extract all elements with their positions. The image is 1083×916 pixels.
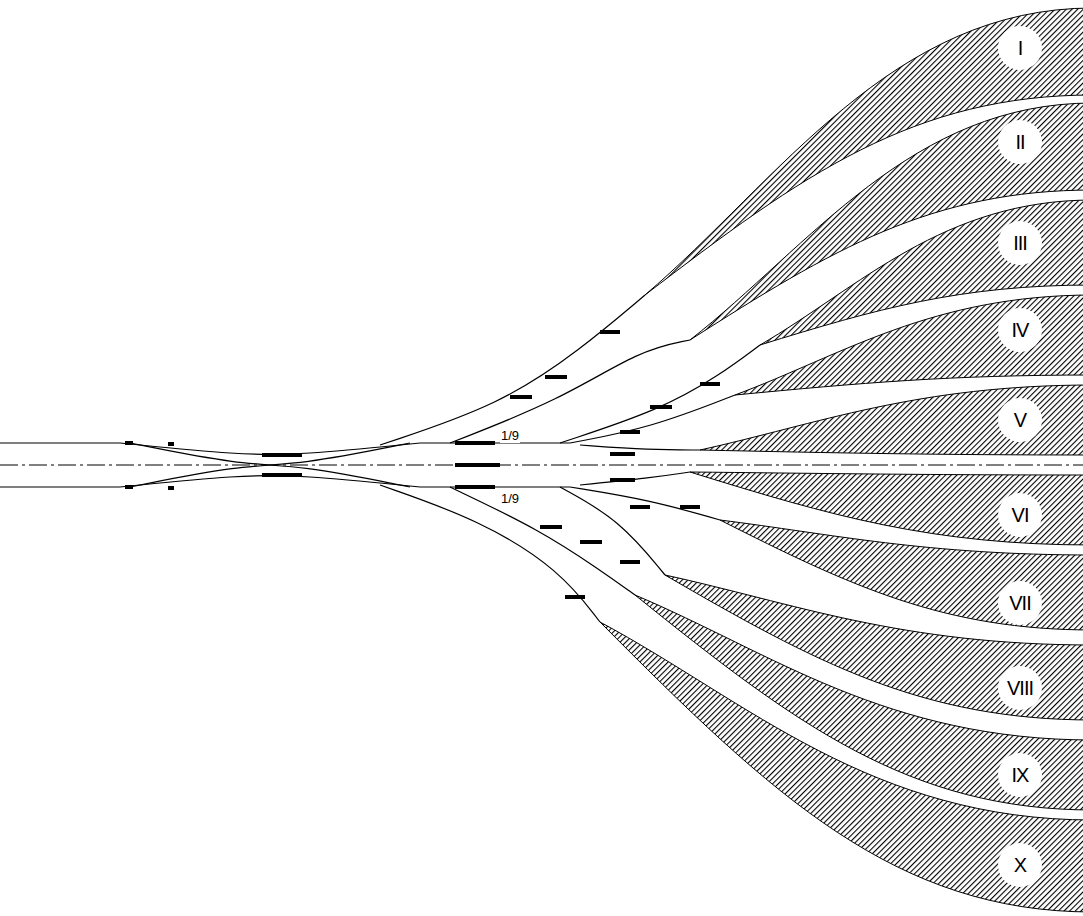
signal-mark — [610, 452, 635, 456]
rail-track — [560, 345, 760, 443]
track-number-circle: IX — [998, 753, 1042, 797]
signal-mark — [125, 441, 133, 445]
track-number-circle: X — [998, 843, 1042, 887]
signal-mark — [540, 525, 562, 529]
turnout-ratio: 1/9 — [500, 492, 520, 506]
track-number-circle: IV — [998, 308, 1042, 352]
rail-track — [380, 485, 600, 622]
track-group-hatch — [700, 385, 1083, 455]
signal-mark — [455, 441, 495, 445]
track-number-circle: VII — [998, 581, 1042, 625]
track-group-hatch — [600, 622, 1083, 912]
track-number-circle: III — [998, 221, 1042, 265]
track-number-circle: II — [998, 120, 1042, 164]
signal-mark — [455, 485, 495, 489]
signal-mark — [565, 595, 585, 599]
signal-mark — [620, 560, 640, 564]
rail-track — [570, 487, 720, 520]
signal-mark — [610, 478, 635, 482]
rail-track — [570, 395, 735, 443]
turnout-ratio: 1/9 — [500, 429, 520, 443]
track-number-circle: VI — [998, 493, 1042, 537]
rail-track — [450, 340, 690, 443]
rail-track — [450, 487, 635, 595]
track-number: IX — [1012, 764, 1029, 787]
track-group-hatch — [645, 8, 1083, 295]
rail-track — [380, 295, 645, 445]
rail-track — [120, 476, 420, 488]
signal-mark — [630, 505, 650, 509]
track-number-circle: VIII — [998, 666, 1042, 710]
signal-mark — [580, 540, 602, 544]
track-number: IV — [1012, 319, 1029, 342]
signal-mark — [455, 463, 500, 467]
signal-mark — [700, 382, 720, 386]
signal-mark — [262, 453, 302, 457]
rail-track — [580, 445, 700, 450]
track-number: VI — [1012, 504, 1029, 527]
rail-track — [0, 486, 120, 487]
rail-track — [560, 487, 665, 575]
track-number: I — [1018, 37, 1023, 60]
track-group-hatch — [735, 295, 1083, 395]
rail-track — [0, 442, 120, 443]
signal-mark — [262, 473, 302, 477]
track-number: VII — [1009, 592, 1030, 615]
track-number-circle: I — [998, 26, 1042, 70]
signal-mark — [545, 375, 567, 379]
track-number: III — [1013, 232, 1027, 255]
rail-track — [580, 472, 690, 485]
signal-mark — [620, 430, 640, 434]
track-number: X — [1014, 854, 1026, 877]
signal-mark — [650, 405, 672, 409]
signal-mark — [168, 442, 174, 446]
rail-track — [120, 443, 420, 455]
signal-mark — [510, 395, 532, 399]
signal-mark — [125, 485, 133, 489]
track-number: VIII — [1007, 677, 1033, 700]
track-number: II — [1015, 131, 1024, 154]
signal-mark — [600, 330, 620, 334]
signal-mark — [680, 505, 700, 509]
track-number-circle: V — [998, 398, 1042, 442]
track-number: V — [1014, 409, 1026, 432]
center-line — [0, 465, 1083, 466]
signal-mark — [168, 486, 174, 490]
